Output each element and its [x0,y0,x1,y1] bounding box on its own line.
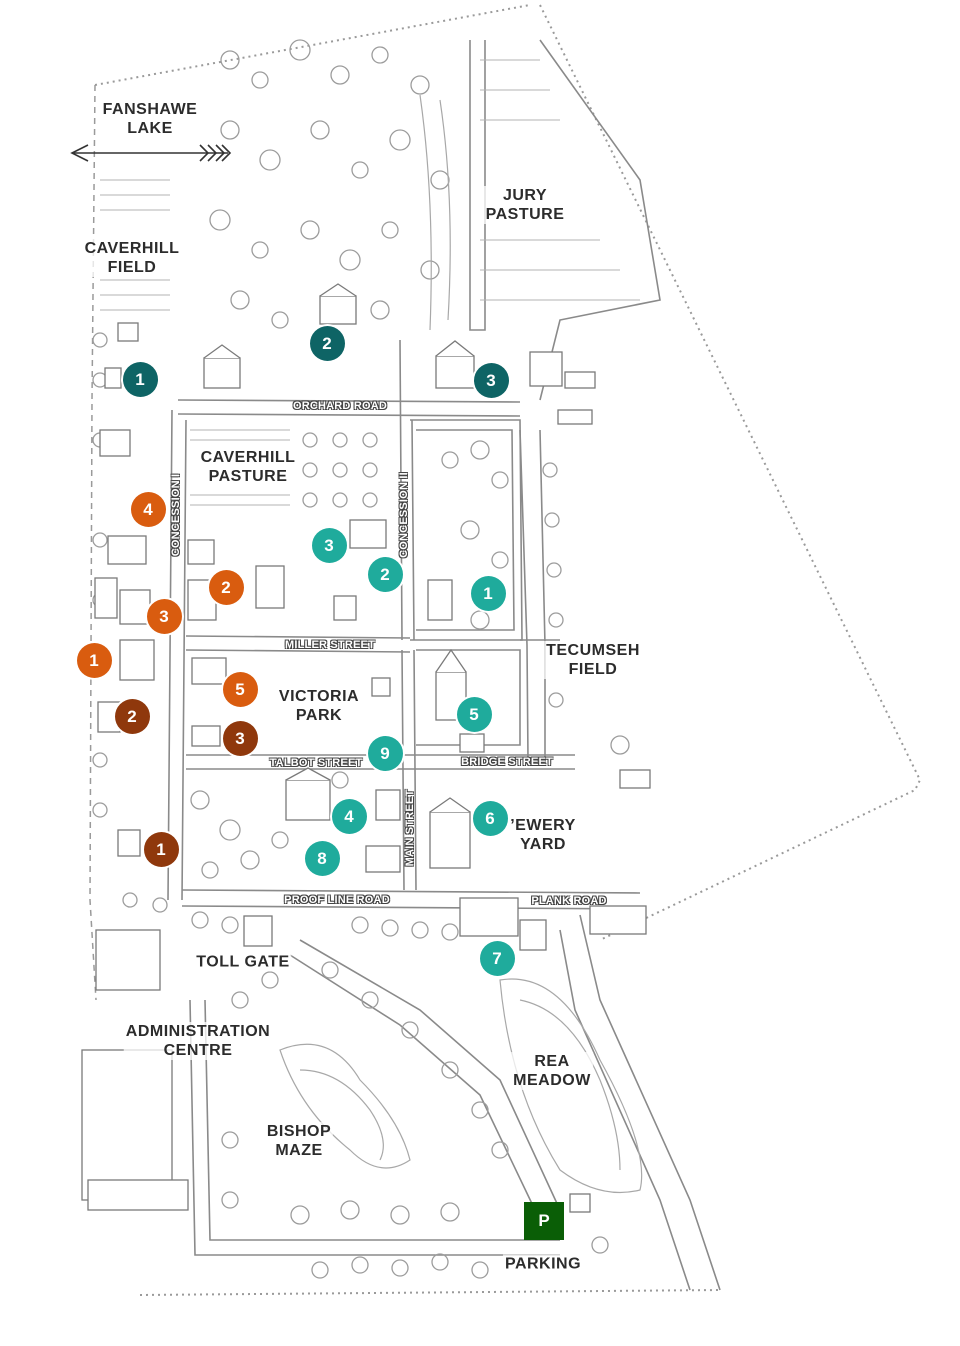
marker-orange-3[interactable]: 3 [146,598,182,634]
concession-ii-label: CONCESSION II [398,472,410,558]
marker-teal-5[interactable]: 5 [456,696,492,732]
marker-teal-9[interactable]: 9 [367,735,403,771]
marker-teal-1[interactable]: 1 [470,575,506,611]
concession-i-label: CONCESSION I [170,473,182,557]
marker-orange-1[interactable]: 1 [76,642,112,678]
proof-line-road-label: PROOF LINE ROAD [284,894,390,906]
marker-dark-3[interactable]: 3 [473,362,509,398]
marker-orange-5[interactable]: 5 [222,671,258,707]
marker-dark-2[interactable]: 2 [309,325,345,361]
marker-teal-8[interactable]: 8 [304,840,340,876]
parking-label: PARKING [502,1254,584,1274]
main-street-label: MAIN STREET [404,789,416,867]
field-rows [100,59,640,506]
miller-street-label: MILLER STREET [285,639,375,651]
marker-orange-2[interactable]: 2 [208,569,244,605]
marker-brown-2[interactable]: 2 [114,698,150,734]
marker-brown-1[interactable]: 1 [143,831,179,867]
trees [92,39,630,1279]
marker-teal-3[interactable]: 3 [311,527,347,563]
marker-teal-7[interactable]: 7 [479,940,515,976]
roads [167,39,721,1291]
plank-road-label: PLANK ROAD [531,895,607,907]
toll-gate-label: TOLL GATE [194,952,292,972]
marker-teal-4[interactable]: 4 [331,798,367,834]
talbot-street-label: TALBOT STREET [269,757,363,769]
maze-meadow [279,94,643,1194]
marker-teal-2[interactable]: 2 [367,556,403,592]
buildings [81,283,651,1213]
direction-arrow-icon [70,144,232,162]
boundary-line [94,4,922,1296]
marker-dark-1[interactable]: 1 [122,361,158,397]
marker-teal-6[interactable]: 6 [472,800,508,836]
marker-orange-4[interactable]: 4 [130,491,166,527]
marker-brown-3[interactable]: 3 [222,720,258,756]
orchard-road-label: ORCHARD ROAD [292,400,388,412]
bridge-street-label: BRIDGE STREET [461,756,553,768]
parking-sign-icon[interactable]: P [524,1202,564,1240]
